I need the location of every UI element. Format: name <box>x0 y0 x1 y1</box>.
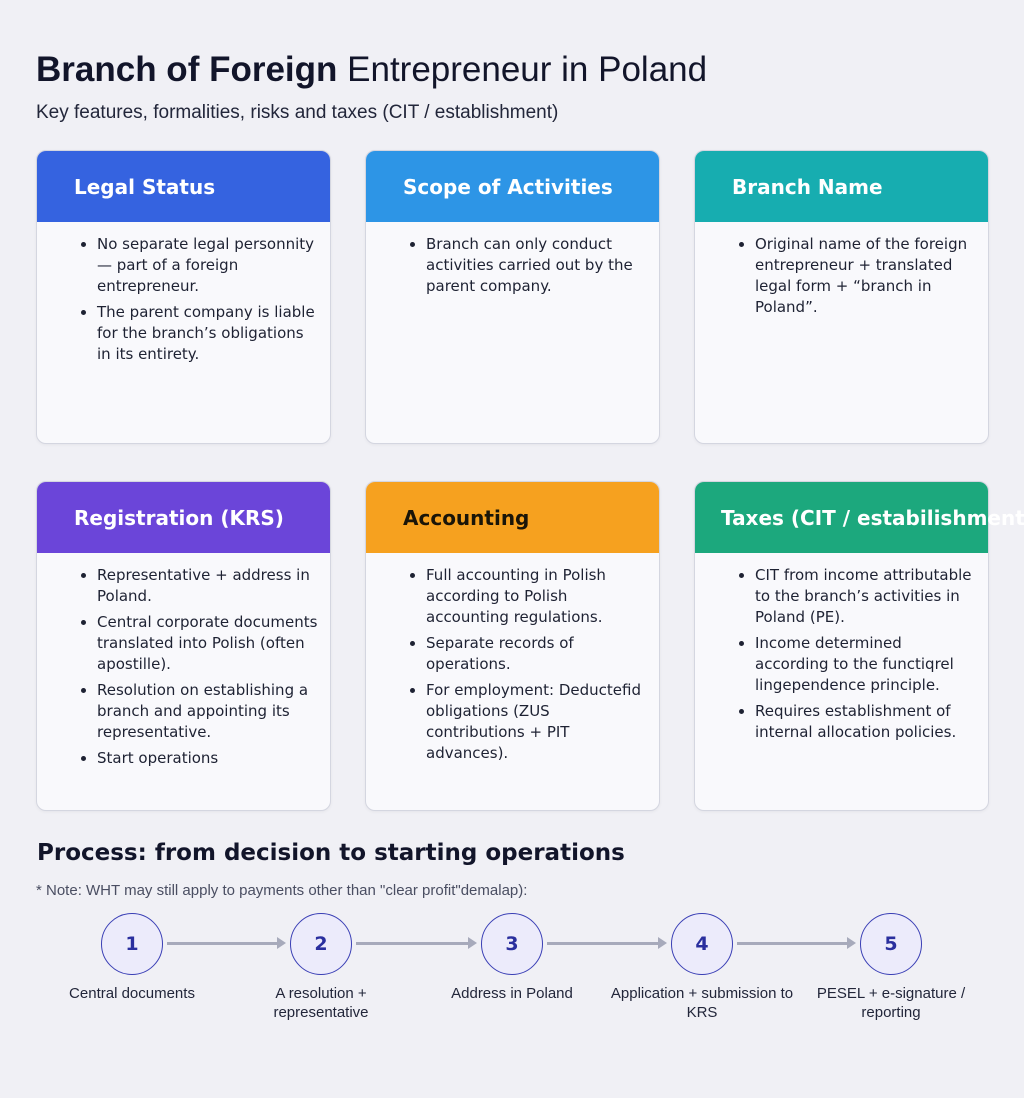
bullet-item: CIT from income attributable to the bran… <box>755 565 978 628</box>
card-title: Taxes (CIT / estabilishment) <box>695 482 1024 553</box>
step-circle-4: 4 <box>671 913 733 975</box>
card-legal: Legal Status No separate legal personnity… <box>36 150 331 444</box>
card-bullets: Original name of the foreign entrepreneu… <box>695 222 988 318</box>
bullet-item: The parent company is liable for the bra… <box>97 302 320 365</box>
bullet-item: Start operations <box>97 748 320 769</box>
bullet-item: Separate records of operations. <box>426 633 649 675</box>
card-title: Legal Status <box>37 151 330 222</box>
card-taxes: Taxes (CIT / estabilishment) CIT from inc… <box>694 481 1024 811</box>
bullet-item: Branch can only conduct activities carri… <box>426 234 649 297</box>
card-title: Accounting <box>366 482 659 553</box>
step-label: Central documents <box>69 985 195 1002</box>
arrow-icon <box>167 937 286 949</box>
arrow-icon <box>737 937 856 949</box>
bullet-item: Representative + address in Poland. <box>97 565 320 607</box>
card-accounting: AccountingFull accounting in Polish acco… <box>365 481 660 811</box>
process-title: Process: from decision to starting opera… <box>37 840 625 866</box>
card-registration: Registration (KRS)Representative + addre… <box>36 481 331 811</box>
card-title: Registration (KRS) <box>37 482 330 553</box>
step-circle-3: 3 <box>481 913 543 975</box>
title-bold: Branch of Foreign <box>36 50 338 89</box>
card-name: Branch NameOriginal name of the foreign … <box>694 150 989 444</box>
process-note: * Note: WHT may still apply to payments … <box>36 882 528 899</box>
step-circle-2: 2 <box>290 913 352 975</box>
title-rest: Entrepreneur in Poland <box>347 50 708 89</box>
page-subtitle: Key features, formalities, risks and tax… <box>36 102 559 123</box>
step-label: A resolution + representative <box>273 985 369 1021</box>
bullet-item: Full accounting in Polish according to P… <box>426 565 649 628</box>
bullet-item: Income determined according to the funct… <box>755 633 978 696</box>
bullet-item: Central corporate documents translated i… <box>97 612 320 675</box>
bullet-item: For employment: Deductefid obligations (… <box>426 680 649 764</box>
card-bullets: Branch can only conduct activities carri… <box>366 222 659 297</box>
card-scope: Scope of ActivitiesBranch can only condu… <box>365 150 660 444</box>
card-bullets: No separate legal personnity — part of a… <box>37 222 330 365</box>
card-title: Branch Name <box>695 151 988 222</box>
bullet-item: Requires establishment of internal alloc… <box>755 701 978 743</box>
bullet-item: No separate legal personnity — part of a… <box>97 234 320 297</box>
step-label: Application + submission to KRS <box>610 985 794 1021</box>
step-circle-5: 5 <box>860 913 922 975</box>
page-title: Branch of Foreign Entrepreneur in Poland <box>36 50 707 90</box>
arrow-icon <box>356 937 477 949</box>
bullet-item: Original name of the foreign entrepreneu… <box>755 234 978 318</box>
card-bullets: Full accounting in Polish according to P… <box>366 553 659 764</box>
bullet-item: Resolution on establishing a branch and … <box>97 680 320 743</box>
card-bullets: Representative + address in Poland. Centr… <box>37 553 330 769</box>
step-circle-1: 1 <box>101 913 163 975</box>
card-bullets: CIT from income attributable to the bran… <box>695 553 988 743</box>
step-label: PESEL + e-signature / reporting <box>816 985 966 1021</box>
step-label: Address in Poland <box>451 985 573 1002</box>
card-title: Scope of Activities <box>366 151 659 222</box>
arrow-icon <box>547 937 667 949</box>
